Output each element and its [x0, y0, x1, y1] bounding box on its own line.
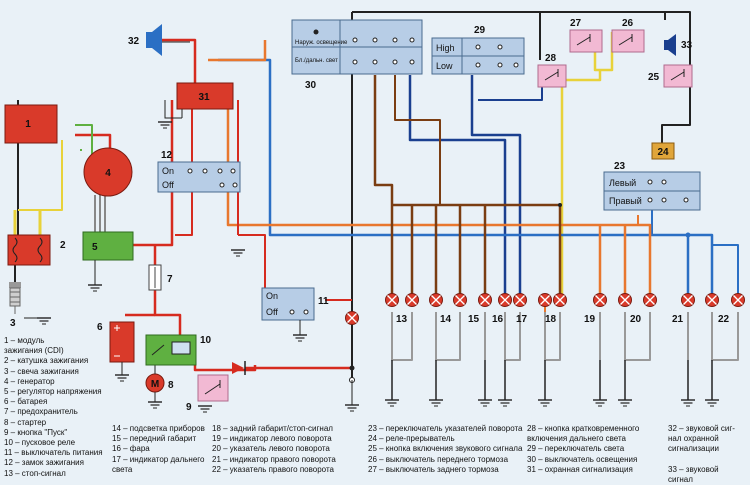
label-32: 32 [128, 36, 140, 47]
label-22: 22 [718, 314, 730, 325]
legend-col-1: 1 – модуль зажигания (CDI) 2 – катушка з… [4, 336, 103, 478]
rear-brake-switch: 27 [569, 18, 603, 53]
label-29: 29 [474, 25, 486, 36]
label-5: 5 [92, 242, 98, 253]
diode [232, 361, 246, 375]
label-28: 28 [545, 53, 557, 64]
start-button: 9 [186, 374, 229, 413]
label-25: 25 [648, 72, 660, 83]
spark-plug: 3 [9, 282, 52, 329]
turn-signal-switch: Левый Правый 23 [603, 161, 701, 211]
battery: 6 [97, 321, 135, 382]
label-16: 16 [492, 314, 504, 325]
label-19: 19 [584, 314, 596, 325]
label-21: 21 [672, 314, 684, 325]
starter-relay: 10 [145, 334, 212, 366]
legend-col-3: 18 – задний габарит/стоп-сигнал 19 – инд… [212, 424, 336, 474]
generator: 4 [83, 147, 133, 197]
label-8: 8 [168, 380, 174, 391]
label-11: 11 [318, 296, 329, 307]
beam-label: Бл./дальн. свет [295, 58, 338, 64]
sw11-on: On [266, 291, 278, 301]
outer-light-label: Наруж. освещение [295, 40, 348, 46]
lamp-labels: 13 14 15 16 17 18 19 20 21 22 [396, 314, 730, 325]
legend-col-4: 23 – переключатель указателей поворота 2… [368, 424, 523, 474]
label-3: 3 [10, 318, 16, 329]
label-15: 15 [468, 314, 480, 325]
voltage-regulator: 5 [82, 231, 134, 292]
starter-motor: M 8 [145, 365, 174, 409]
label-1: 1 [25, 119, 31, 130]
label-14: 14 [440, 314, 452, 325]
alarm-module: 31 [157, 82, 234, 129]
label-12: 12 [161, 150, 173, 161]
label-24: 24 [657, 147, 669, 158]
ignition-lock: On Off 12 [157, 150, 241, 193]
label-9: 9 [186, 402, 192, 413]
flasher-relay: 24 [651, 142, 675, 160]
legend-col-2: 14 – подсветка приборов 15 – передний га… [112, 424, 205, 474]
low-label: Low [436, 61, 453, 71]
right-label: Правый [609, 196, 642, 206]
cdi-module: 1 [4, 104, 58, 144]
left-label: Левый [609, 178, 636, 188]
label-30: 30 [305, 80, 317, 91]
label-26: 26 [622, 18, 634, 29]
horn-button: 25 [648, 64, 693, 88]
fuse: 7 [148, 264, 173, 291]
label-27: 27 [570, 18, 582, 29]
label-31: 31 [198, 92, 210, 103]
label-20: 20 [630, 314, 642, 325]
legend-col-5: 28 – кнопка кратковременного включения д… [527, 424, 640, 474]
legend-col-6: 32 – звуковой сиг- нал охранной сигнализ… [668, 424, 735, 485]
label-13: 13 [396, 314, 408, 325]
label-6: 6 [97, 322, 103, 333]
label-17: 17 [516, 314, 528, 325]
grounds [230, 249, 720, 412]
label-33: 33 [681, 40, 693, 51]
sw12-off: Off [162, 180, 174, 190]
power-switch: On Off 11 [261, 287, 329, 321]
lighting-switch: Наруж. освещение Бл./дальн. свет 30 [291, 19, 423, 91]
sw11-off: Off [266, 307, 278, 317]
sw12-on: On [162, 166, 174, 176]
label-10: 10 [200, 335, 212, 346]
label-23: 23 [614, 161, 626, 172]
light-switch: High Low 29 [431, 25, 525, 75]
ignition-coil: 2 [7, 234, 66, 266]
label-4: 4 [105, 168, 111, 179]
high-label: High [436, 43, 455, 53]
alarm-horn: 32 [128, 24, 162, 56]
flash-button: 28 [537, 53, 567, 88]
horn: 33 [664, 34, 693, 56]
label-2: 2 [60, 240, 66, 251]
label-7: 7 [167, 274, 173, 285]
motor-label: M [151, 379, 159, 390]
label-18: 18 [545, 314, 557, 325]
front-brake-switch: 26 [611, 18, 645, 53]
